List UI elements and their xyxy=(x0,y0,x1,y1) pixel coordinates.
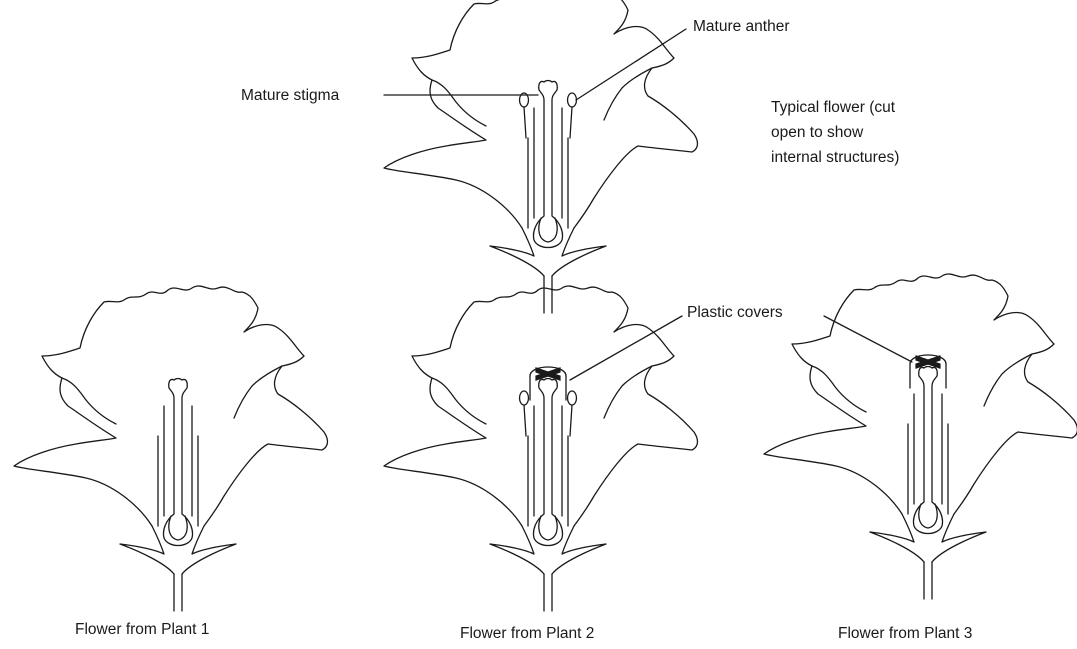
typical-flower-caption-line1: Typical flower (cut xyxy=(771,99,896,116)
plant-3-caption: Flower from Plant 3 xyxy=(838,625,972,642)
typical-anthers xyxy=(520,93,577,138)
flower-plant-2 xyxy=(384,286,698,611)
plastic-cover-plant-2 xyxy=(530,367,566,400)
plastic-cover-plant-3 xyxy=(910,355,946,388)
mature-anther-label: Mature anther xyxy=(693,18,790,35)
flower-plant-3 xyxy=(764,274,1077,599)
flower-plant-1 xyxy=(14,286,328,611)
plastic-covers-label: Plastic covers xyxy=(687,304,783,321)
plant-1-caption: Flower from Plant 1 xyxy=(75,621,209,638)
cover-leader-plant-3 xyxy=(824,316,912,362)
typical-flower-caption-line3: internal structures) xyxy=(771,149,899,166)
plant-2-caption: Flower from Plant 2 xyxy=(460,625,594,642)
typical-flower xyxy=(384,0,698,313)
anther-leader xyxy=(576,29,686,100)
typical-flower-caption-line2: open to show xyxy=(771,124,864,141)
mature-stigma-label: Mature stigma xyxy=(241,87,340,104)
